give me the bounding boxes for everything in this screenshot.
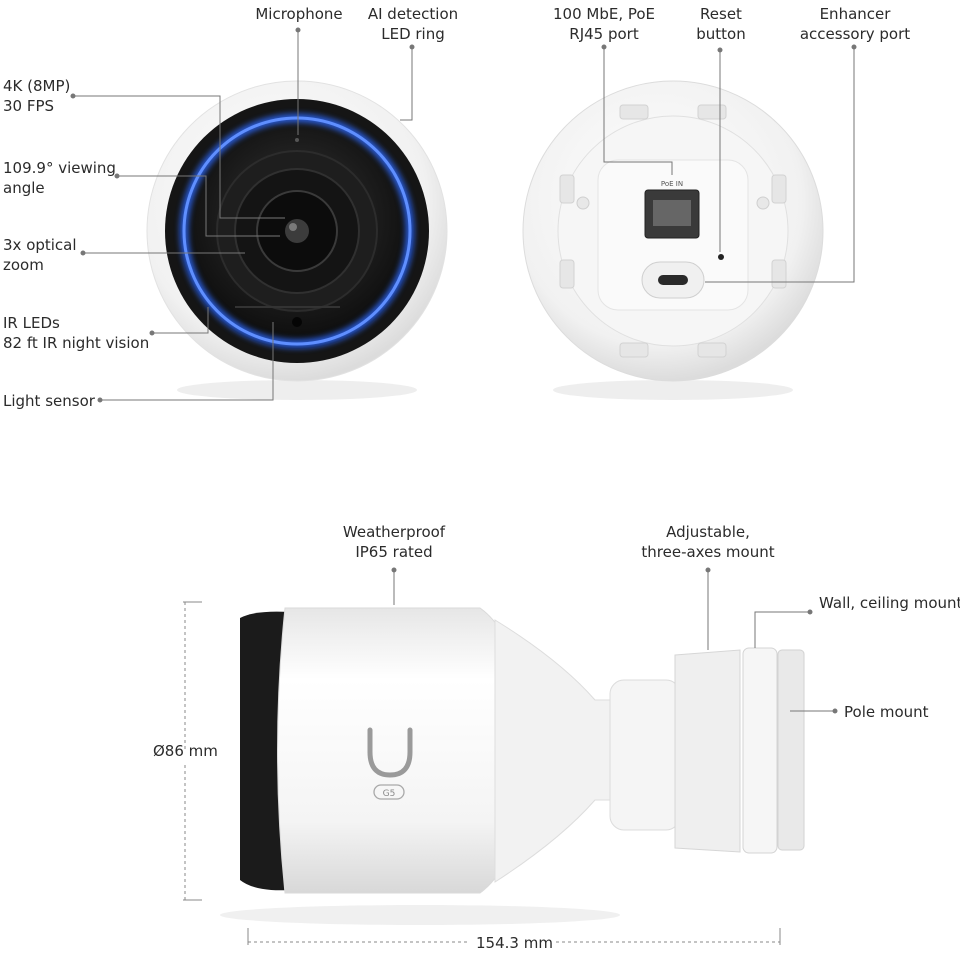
length-label: 154.3 mm <box>476 934 553 952</box>
g5-badge <box>373 784 405 800</box>
light-sensor-label: Light sensor <box>3 392 95 410</box>
svg-text:G5: G5 <box>383 789 396 799</box>
unifi-logo <box>367 727 413 778</box>
pole-mount-label: Pole mount <box>844 703 929 721</box>
wall-mount-label: Wall, ceiling mount <box>819 594 960 612</box>
reset-button-hole <box>718 254 724 260</box>
resolution-label: 4K (8MP)30 FPS <box>3 77 71 115</box>
microphone-hole <box>295 138 299 142</box>
poe-marking: PoE IN <box>661 180 683 188</box>
leader-lines <box>70 27 857 714</box>
side-view-camera: G5 <box>220 607 805 925</box>
lens-center <box>285 219 309 243</box>
dimension-lines <box>183 601 781 945</box>
mount-label: Adjustable,three-axes mount <box>641 523 775 561</box>
microphone-label: Microphone <box>255 5 343 23</box>
diameter-label: Ø86 mm <box>153 742 218 760</box>
light-sensor-dot <box>292 317 302 327</box>
front-view-camera <box>146 80 448 400</box>
back-view-camera: PoE IN <box>522 80 824 400</box>
